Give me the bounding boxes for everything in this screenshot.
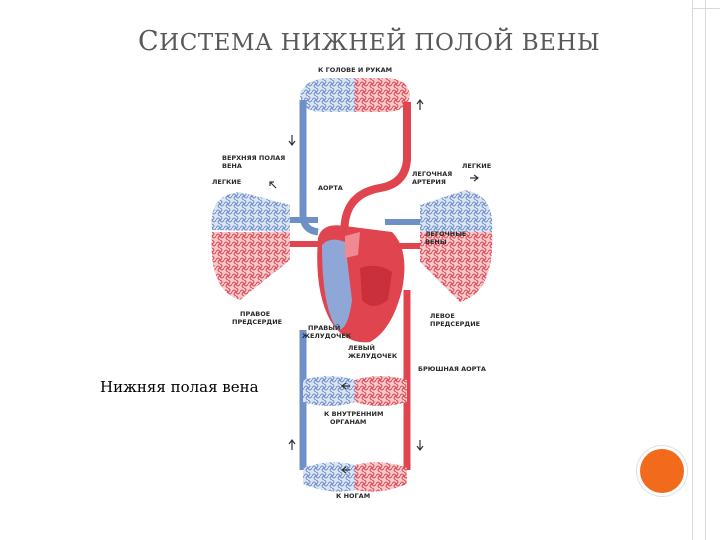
label-left-ventricle-1: ЛЕВЫЙ: [348, 343, 375, 352]
label-head-arms: К ГОЛОВЕ И РУКАМ: [318, 66, 392, 74]
aortic-arch: [340, 102, 411, 241]
label-left-ventricle-2: ЖЕЛУДОЧЕК: [348, 352, 398, 360]
flow-arrows: [269, 99, 479, 474]
title-initial: С: [138, 26, 160, 57]
internal-organs-capillary-bed: [303, 376, 407, 406]
slide-title: СИСТЕМА НИЖНЕЙ ПОЛОЙ ВЕНЫ: [138, 26, 658, 57]
right-lung-capillary-bed: [380, 190, 493, 302]
label-abdominal-aorta: БРЮШНАЯ АОРТА: [418, 365, 486, 373]
label-internal-organs-2: ОРГАНАМ: [330, 418, 366, 426]
head-capillary-bed: [300, 78, 410, 112]
label-right-atrium-1: ПРАВОЕ: [240, 310, 270, 318]
label-lungs-right: ЛЕГКИЕ: [462, 162, 491, 170]
label-aorta: АОРТА: [318, 184, 343, 192]
label-pulm-artery-2: АРТЕРИЯ: [412, 178, 446, 186]
label-right-ventricle-1: ПРАВЫЙ: [308, 323, 340, 332]
superior-vena-cava: [299, 100, 319, 236]
label-right-atrium-2: ПРЕДСЕРДИЕ: [232, 318, 282, 326]
label-lungs-left: ЛЕГКИЕ: [212, 178, 241, 186]
slide-frame-right: [692, 0, 706, 540]
label-svc-1: ВЕРХНЯЯ ПОЛАЯ: [222, 154, 285, 162]
label-left-atrium-1: ЛЕВОЕ: [430, 312, 455, 320]
label-pulm-veins-1: ЛЕГОЧНЫЕ: [425, 230, 466, 238]
label-legs: К НОГАМ: [336, 492, 370, 500]
legs-capillary-bed: [303, 462, 407, 492]
slide-frame-top: [692, 0, 720, 9]
label-left-atrium-2: ПРЕДСЕРДИЕ: [430, 320, 480, 328]
heart: [317, 225, 405, 343]
label-right-ventricle-2: ЖЕЛУДОЧЕК: [302, 332, 352, 340]
label-internal-organs-1: К ВНУТРЕННИМ: [324, 410, 383, 418]
label-pulm-artery-1: ЛЕГОЧНАЯ: [412, 170, 452, 178]
label-svc-2: ВЕНА: [222, 162, 242, 170]
title-rest: ИСТЕМА НИЖНЕЙ ПОЛОЙ ВЕНЫ: [159, 30, 601, 56]
callout-ivc: Нижняя полая вена: [100, 378, 259, 396]
label-pulm-veins-2: ВЕНЫ: [425, 238, 447, 246]
orange-circle-ornament: [640, 449, 684, 493]
left-lung-capillary-bed: [211, 192, 318, 300]
